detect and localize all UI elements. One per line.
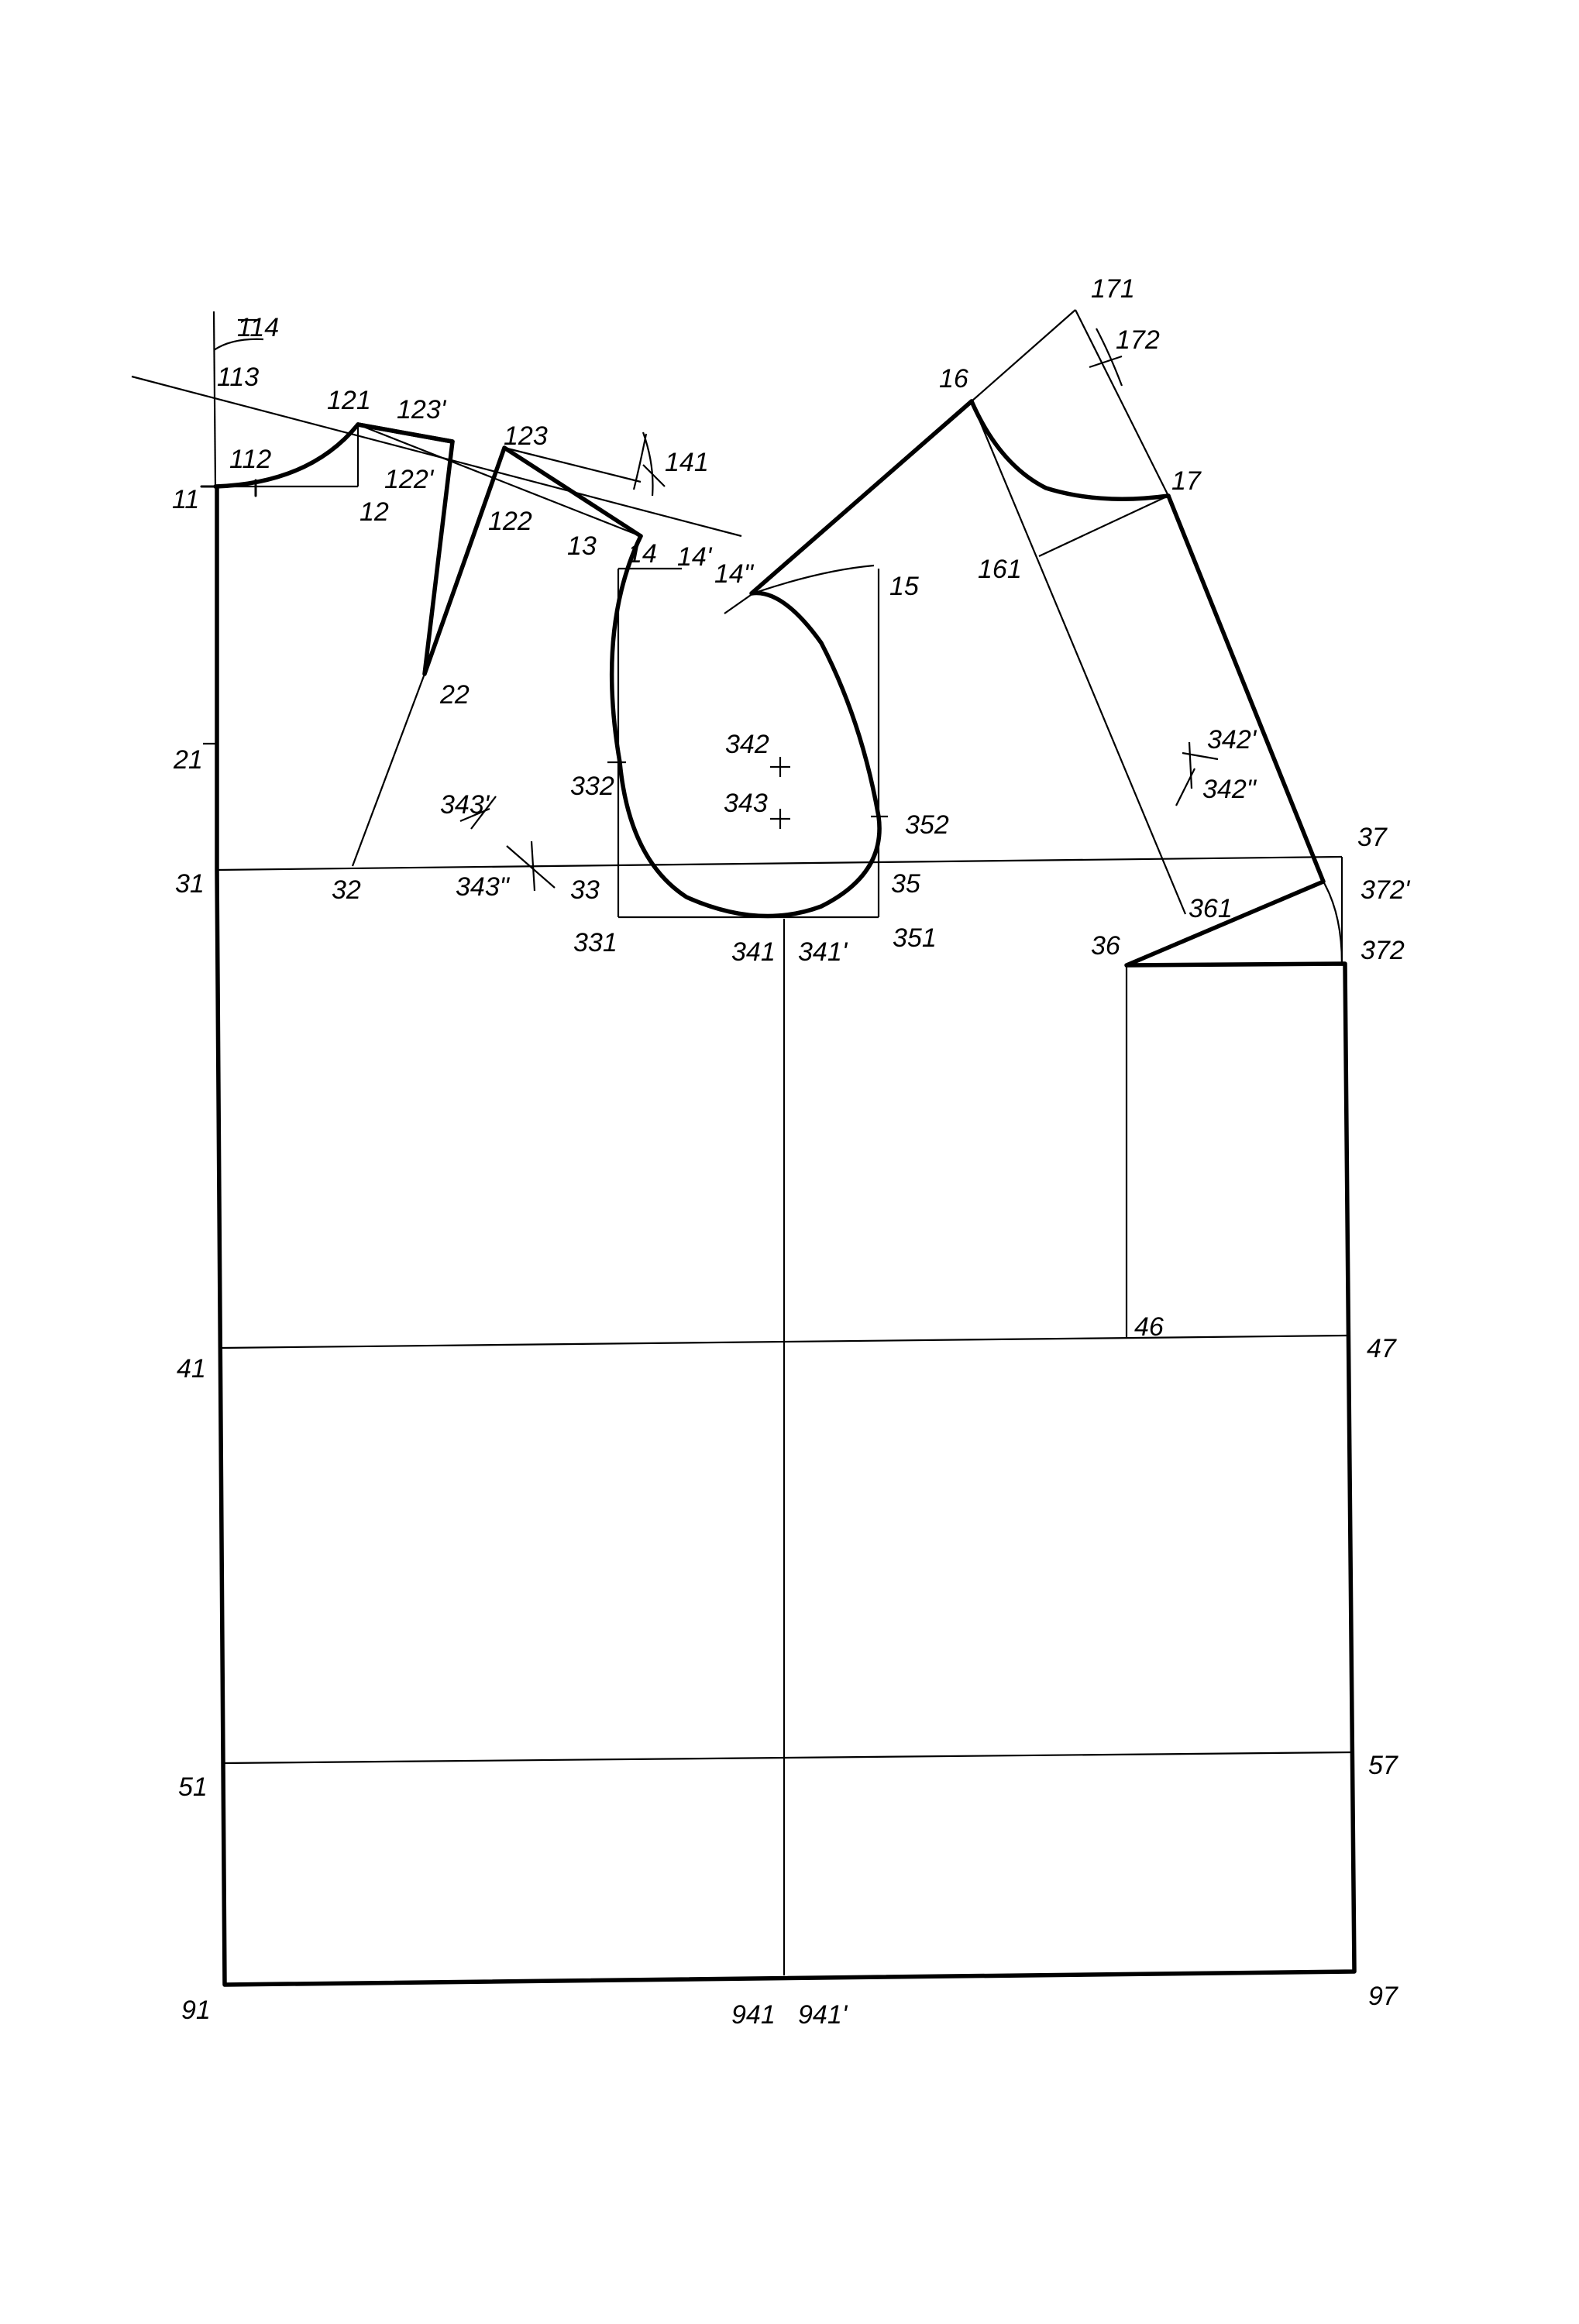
label-352: 352 [905,810,949,840]
label-32: 32 [332,875,361,905]
label-351: 351 [893,923,937,953]
label-341-prime: 341' [798,937,848,967]
label-941-prime: 941' [798,2000,848,2030]
label-112: 112 [229,445,271,474]
label-35: 35 [891,869,920,899]
label-123-prime: 123' [397,395,447,425]
label-33: 33 [570,875,600,905]
center-markers [770,757,790,829]
label-331: 331 [573,928,617,957]
label-36: 36 [1091,931,1120,961]
label-114: 114 [237,313,279,342]
label-37: 37 [1357,823,1388,852]
label-57: 57 [1368,1751,1398,1780]
label-342-prime: 342' [1207,725,1257,755]
label-51: 51 [178,1772,208,1802]
label-121: 121 [327,386,371,415]
label-97: 97 [1368,1982,1398,2011]
label-16: 16 [939,364,968,394]
label-113: 113 [217,363,259,392]
label-343-double-prime: 343" [456,872,511,902]
label-361: 361 [1189,894,1233,923]
label-41: 41 [177,1354,206,1384]
point-labels: 114 113 112 11 121 123' 12 122' 123 122 … [172,274,1411,2030]
label-332: 332 [570,772,614,801]
label-941: 941 [731,2000,776,2030]
label-21: 21 [173,745,203,775]
label-12: 12 [359,497,389,527]
label-11: 11 [172,485,199,514]
label-122: 122 [488,507,532,536]
label-141: 141 [665,448,709,477]
label-17: 17 [1171,466,1202,496]
label-343-prime: 343' [440,790,490,820]
label-15: 15 [889,572,919,601]
label-22: 22 [439,680,470,710]
label-341: 341 [731,937,776,967]
label-342-double-prime: 342" [1202,775,1257,804]
label-47: 47 [1367,1334,1397,1363]
label-372: 372 [1361,936,1405,965]
label-91: 91 [181,1996,211,2025]
label-342: 342 [725,730,769,759]
label-14-prime: 14' [677,542,713,572]
construction-lines [131,309,1352,1975]
pattern-outline [200,399,1357,1987]
label-122-prime: 122' [384,465,435,494]
label-161: 161 [978,555,1022,584]
label-14: 14 [628,539,657,569]
label-172: 172 [1116,325,1160,355]
label-123: 123 [504,421,548,451]
label-372-prime: 372' [1361,875,1411,905]
label-13: 13 [567,531,597,561]
label-31: 31 [175,869,205,899]
label-46: 46 [1134,1312,1164,1342]
label-343: 343 [724,789,768,818]
label-171: 171 [1091,274,1135,304]
label-14-double-prime: 14" [714,559,755,589]
